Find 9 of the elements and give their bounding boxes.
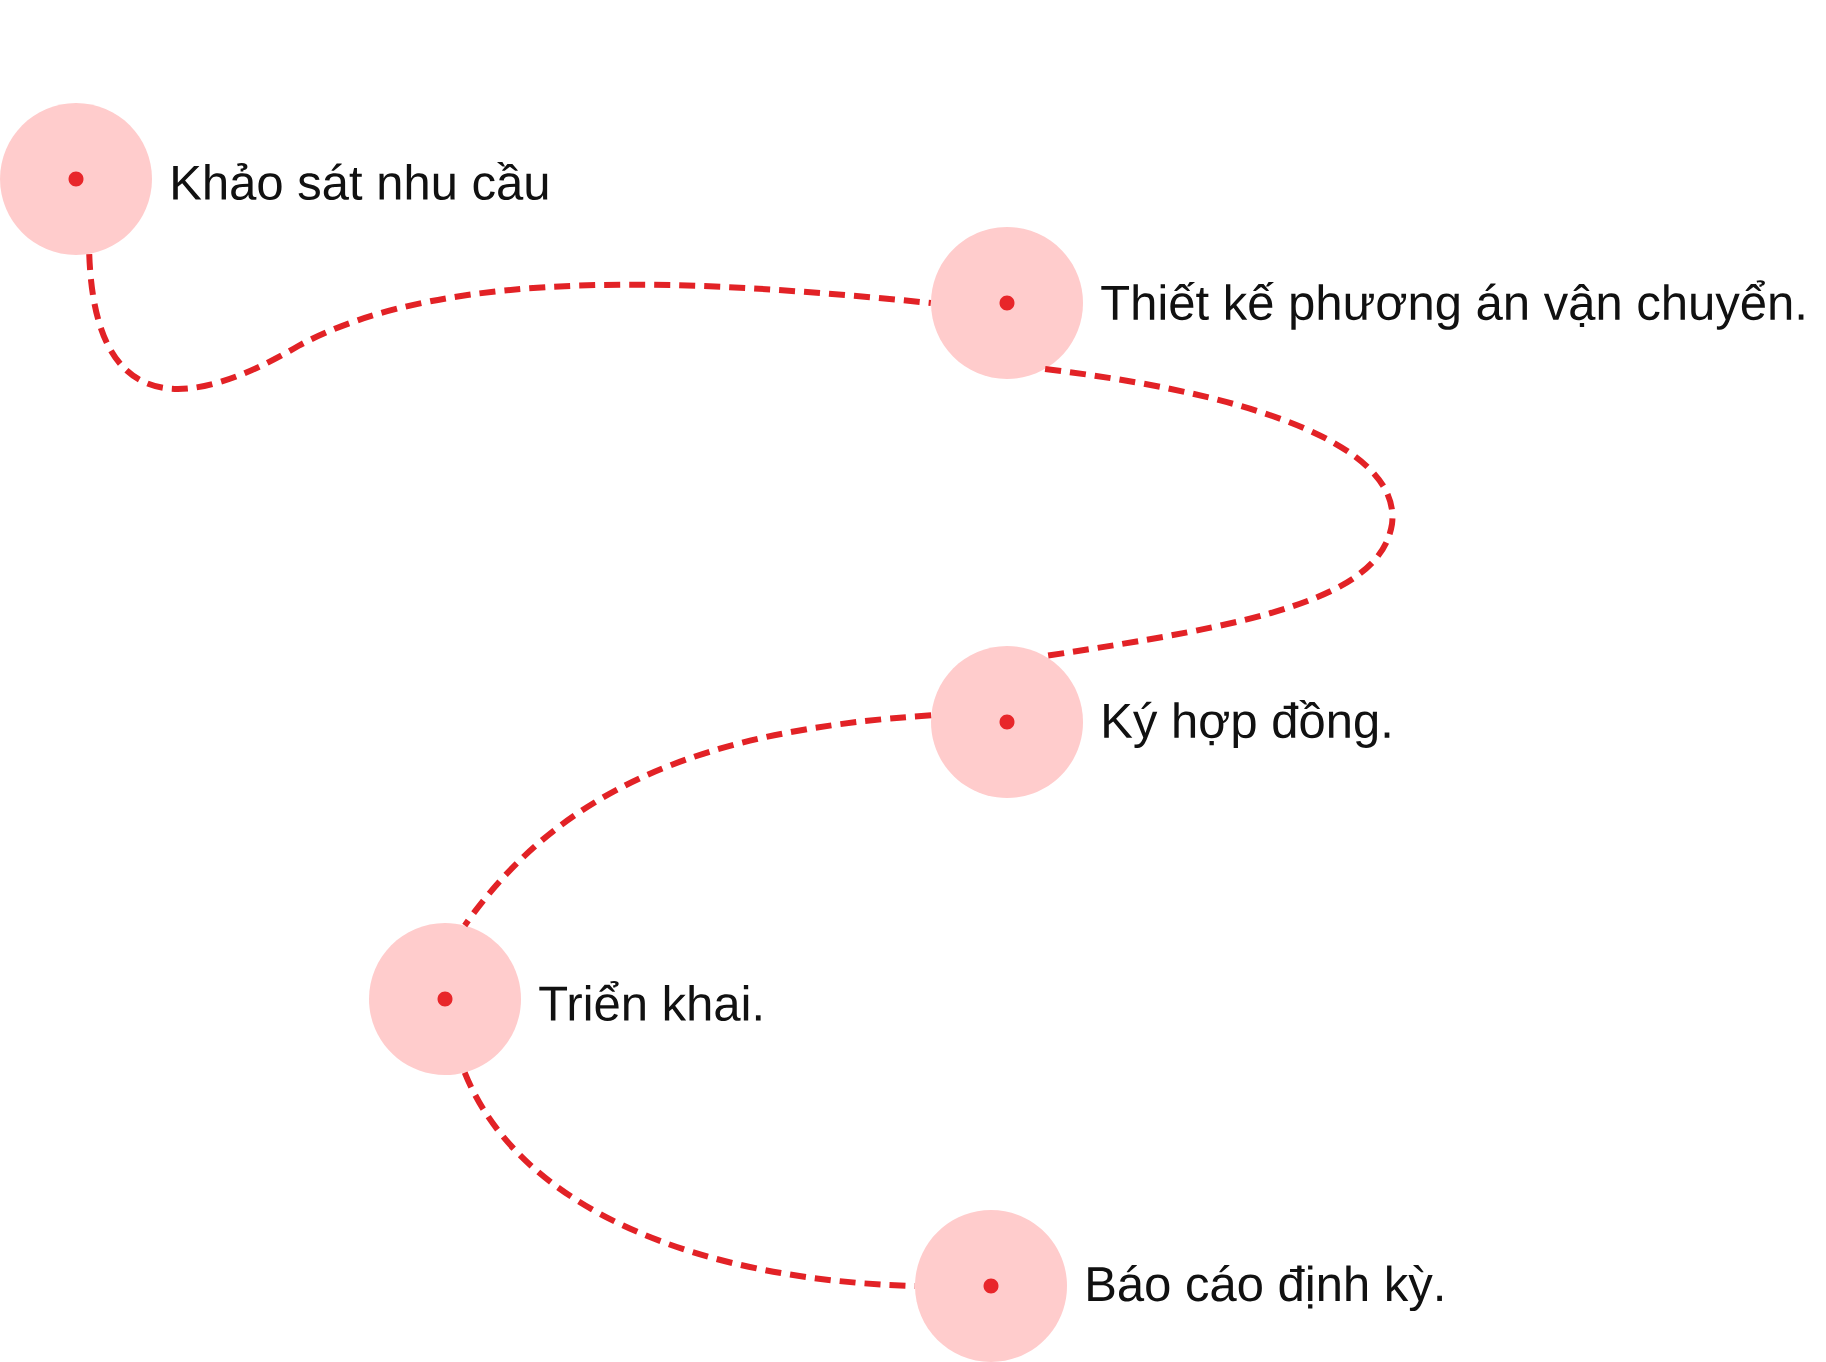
dashed-connector — [86, 253, 932, 392]
step-label: Báo cáo định kỳ. — [1088, 1264, 1442, 1312]
step-label: Thiết kế phương án vận chuyển. — [1101, 280, 1804, 330]
step-label: Triển khai. — [539, 981, 761, 1021]
step-label: Ký hợp đồng. — [1104, 700, 1390, 748]
dashed-connector — [462, 712, 932, 928]
step-label: Khảo sát nhu cầu — [173, 161, 548, 201]
dashed-connector — [462, 1071, 915, 1289]
dashed-connector — [1044, 366, 1395, 659]
